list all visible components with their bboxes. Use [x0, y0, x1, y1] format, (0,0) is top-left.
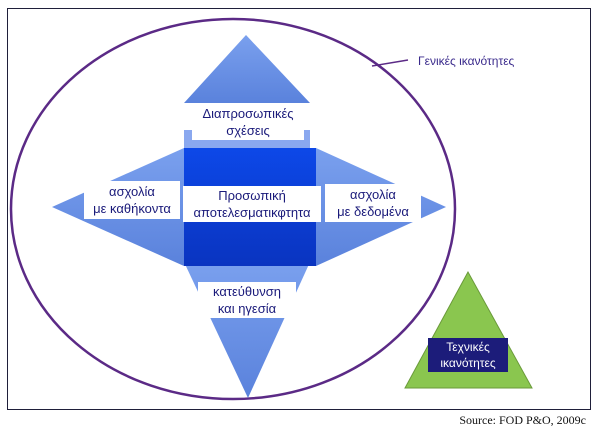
technical-competencies-label: Τεχνικές ικανότητες	[428, 338, 508, 372]
source-caption: Source: FOD P&O, 2009c	[459, 413, 586, 427]
interpersonal-label: Διαπροσωπικές σχέσεις	[192, 104, 304, 140]
general-competencies-label: Γενικές ικανότητες	[418, 54, 515, 68]
general-competencies-pointer	[371, 59, 409, 67]
data-work-label: ασχολία με δεδομένα	[325, 184, 421, 222]
task-work-label: ασχολία με καθήκοντα	[84, 181, 180, 219]
diagram-frame	[7, 8, 591, 410]
interpersonal-triangle	[184, 35, 310, 103]
personal-effectiveness-label: Προσωπική αποτελεσματικφτητα	[183, 186, 321, 222]
leadership-label: κατεύθυνση και ηγεσία	[198, 282, 296, 318]
general-competencies-ellipse	[9, 17, 457, 401]
